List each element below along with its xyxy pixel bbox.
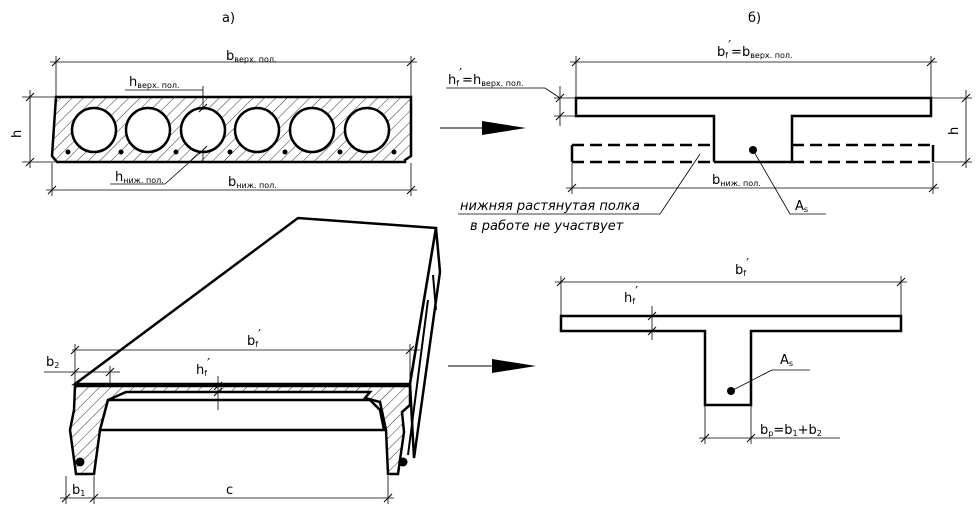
label-As-top: As xyxy=(795,199,808,214)
note-line-1: нижняя растянутая полка xyxy=(460,199,640,214)
label-h-left: h xyxy=(10,130,25,138)
note-line-2: в работе не участвует xyxy=(470,219,624,234)
label-As-t: As xyxy=(780,353,793,368)
i-section xyxy=(446,56,972,215)
label-c: c xyxy=(226,483,233,498)
label-hf-equals-hupper: hf′=hверх. пол. xyxy=(448,67,524,88)
label-hf-3d: hf′ xyxy=(196,357,210,378)
label-b2: b2 xyxy=(46,355,59,370)
panel-label-b: б) xyxy=(748,11,761,26)
label-bp-expression: bp=b1+b2 xyxy=(760,423,822,438)
ribbed-slab-3d xyxy=(44,216,442,504)
label-hf-t: hf′ xyxy=(624,285,638,306)
label-b-lower-right: bниж. пол. xyxy=(712,173,761,188)
hollow-core-slab-section xyxy=(22,56,417,196)
label-h-upper: hверх. пол. xyxy=(129,75,180,90)
panel-label-a: а) xyxy=(222,11,235,26)
arrow-a-to-b xyxy=(440,121,526,135)
label-bf-t: bf′ xyxy=(735,257,749,278)
arrow-3d-to-t xyxy=(448,359,536,373)
label-b1: b1 xyxy=(72,483,85,498)
label-h-lower: hниж. пол. xyxy=(115,170,164,185)
label-bf-3d: bf′ xyxy=(247,328,261,349)
label-bf-equals-bupper: bf′=bверх. пол. xyxy=(717,39,793,60)
t-section xyxy=(555,276,907,444)
label-b-lower: bниж. пол. xyxy=(228,175,277,190)
label-b-upper: bверх. пол. xyxy=(226,49,277,64)
label-h-right: h xyxy=(947,127,962,135)
